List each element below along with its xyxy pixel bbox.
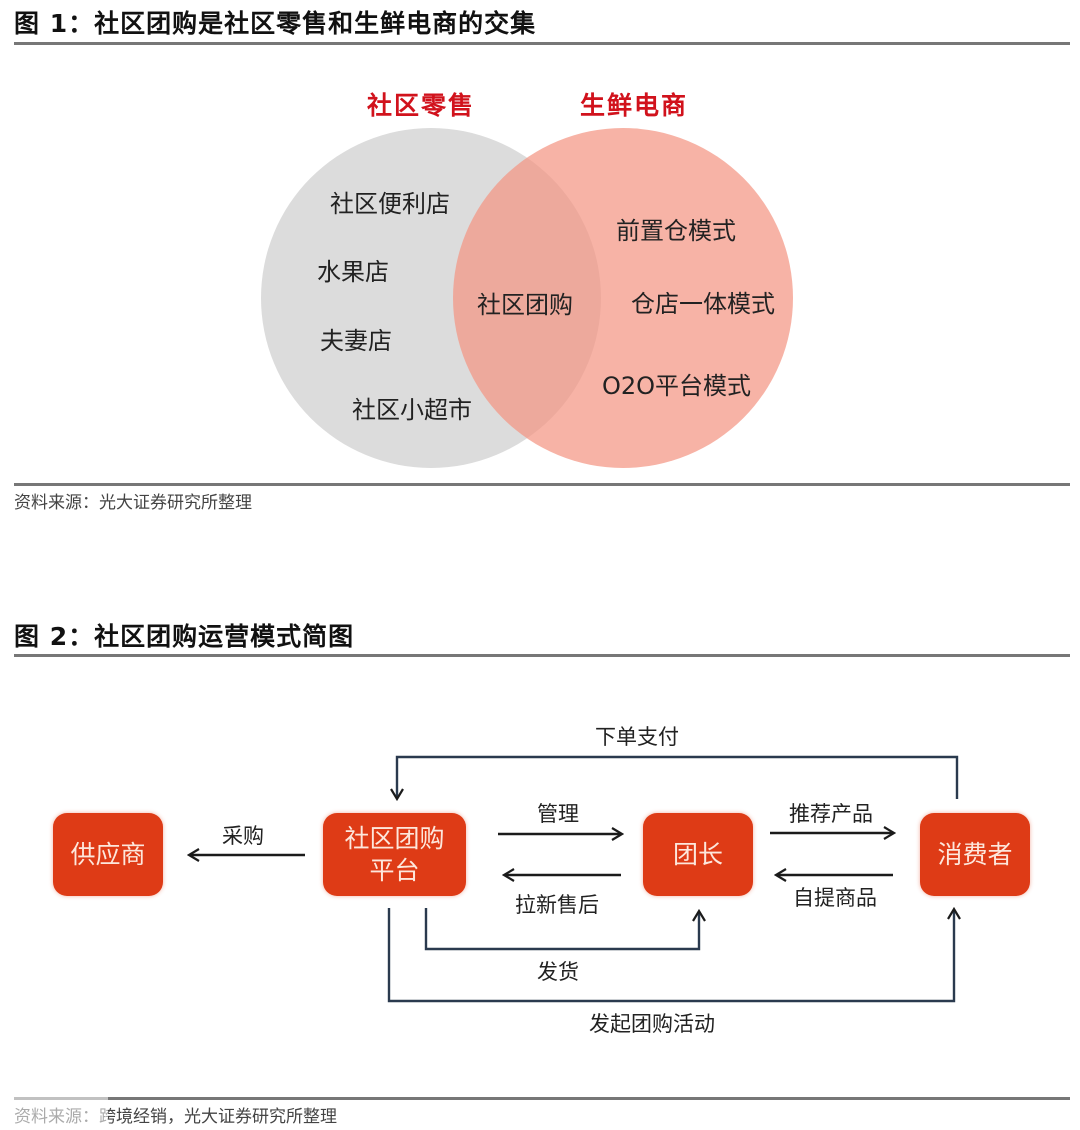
- node-platform-label-line1: 社区团购: [344, 823, 445, 853]
- venn-right-label: 生鲜电商: [580, 91, 689, 120]
- arrow-order-pay: [397, 755, 959, 799]
- edge-label-manage: 管理: [537, 802, 579, 826]
- node-supplier-label: 供应商: [70, 839, 146, 869]
- figure2-source-rule: [14, 1097, 1070, 1100]
- edge-label-self-pickup: 自提商品: [793, 886, 877, 910]
- node-supplier: 供应商: [53, 813, 163, 896]
- node-leader-label: 团长: [672, 839, 723, 869]
- edge-label-order-pay: 下单支付: [595, 725, 679, 749]
- venn-left-item: 社区小超市: [352, 396, 472, 424]
- venn-left-item: 社区便利店: [330, 190, 450, 218]
- edge-label-launch-groupbuy: 发起团购活动: [589, 1012, 715, 1036]
- venn-left-item: 水果店: [317, 258, 389, 286]
- venn-right-item: 前置仓模式: [616, 217, 736, 245]
- venn-left-label: 社区零售: [367, 91, 476, 120]
- node-platform: 社区团购 平台: [323, 813, 466, 896]
- venn-left-item: 夫妻店: [320, 327, 392, 355]
- venn-right-item: O2O平台模式: [602, 372, 752, 400]
- figure2-title-rule: [14, 654, 1070, 657]
- node-leader: 团长: [643, 813, 753, 896]
- node-consumer-label: 消费者: [937, 839, 1013, 869]
- venn-right-circle: [453, 128, 793, 468]
- arrow-ship: [424, 908, 699, 951]
- edge-label-ship: 发货: [537, 960, 579, 984]
- node-consumer: 消费者: [920, 813, 1030, 896]
- venn-right-item: 仓店一体模式: [631, 290, 775, 318]
- figure1-title: 图 1：社区团购是社区零售和生鲜电商的交集: [14, 9, 537, 38]
- venn-intersection-label: 社区团购: [477, 291, 573, 319]
- watermark-overlay: [8, 1092, 108, 1124]
- edge-label-purchase: 采购: [222, 824, 264, 848]
- figure2-title: 图 2：社区团购运营模式简图: [14, 622, 355, 651]
- edge-label-acquire-aftersales: 拉新售后: [515, 893, 599, 917]
- edge-label-recommend: 推荐产品: [789, 802, 873, 826]
- figure1-source-rule: [14, 483, 1070, 486]
- arrow-launch: [387, 908, 954, 1003]
- figure1-title-rule: [14, 42, 1070, 45]
- figure1-source: 资料来源：光大证券研究所整理: [14, 493, 252, 513]
- node-platform-label-line2: 平台: [369, 855, 420, 885]
